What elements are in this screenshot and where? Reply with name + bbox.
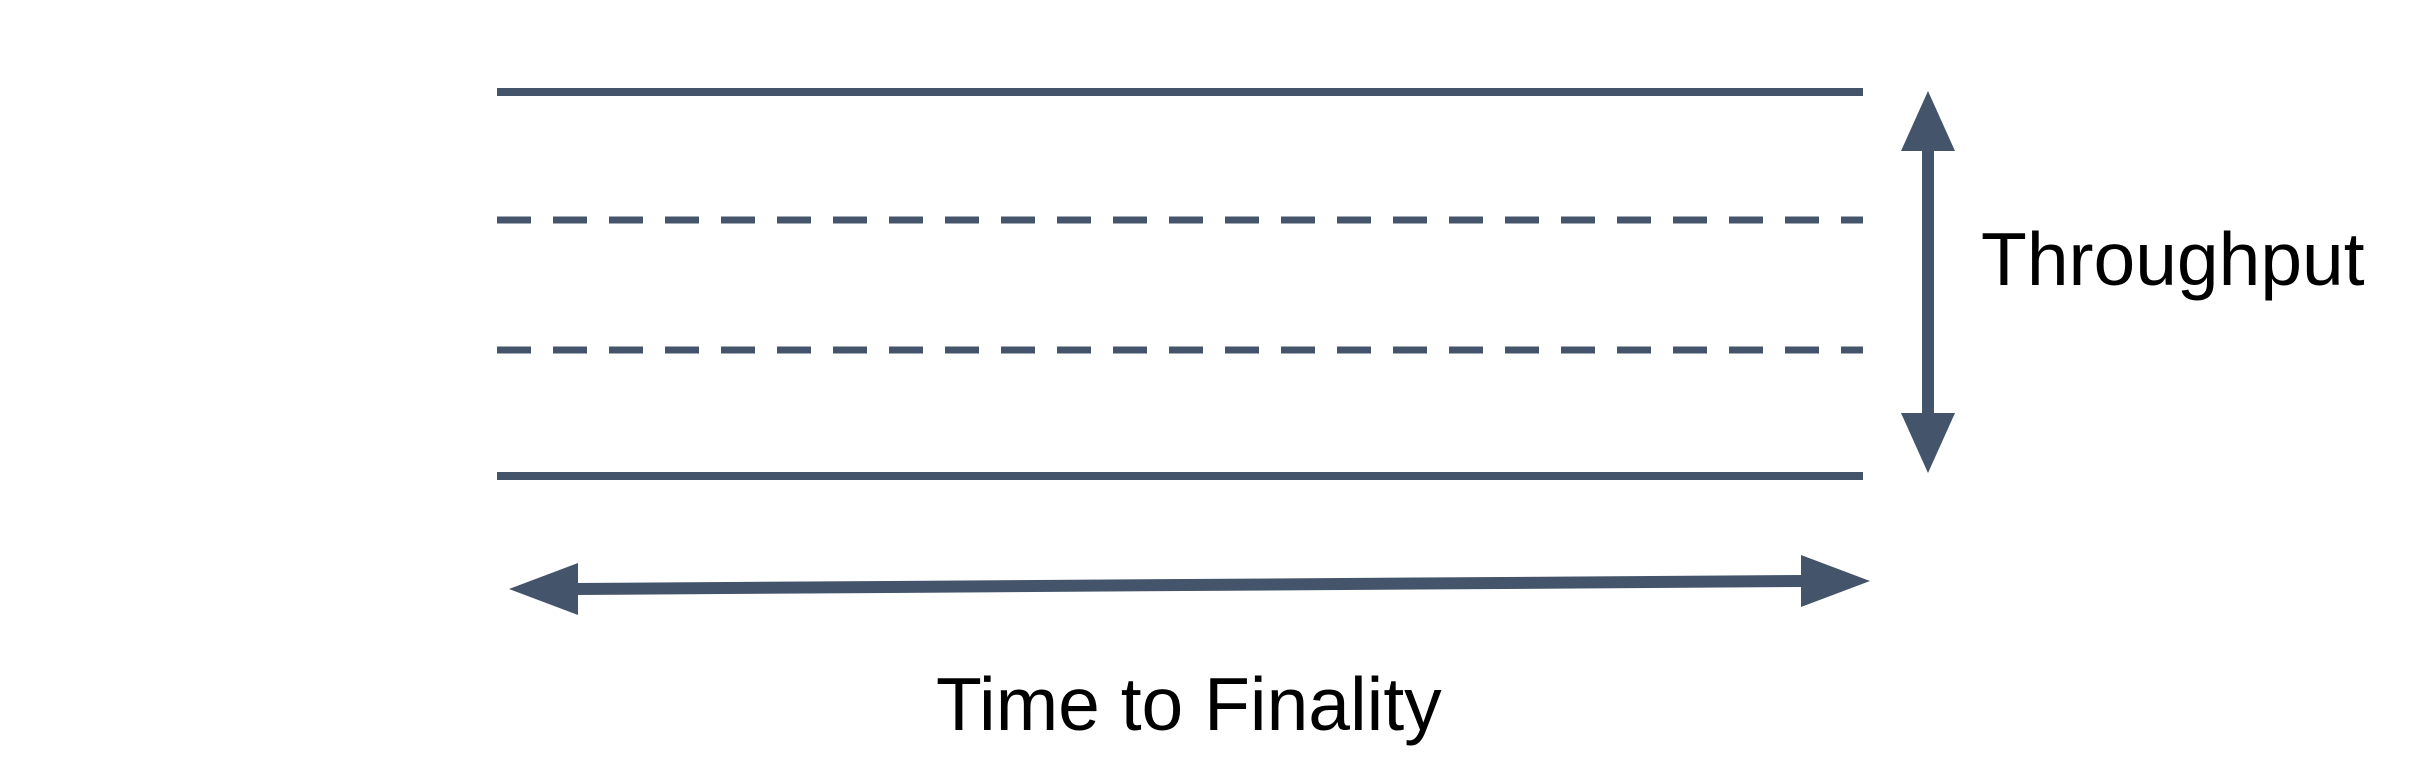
time-to-finality-axis-label: Time to Finality <box>936 662 1442 746</box>
time-to-finality-arrow-head-left <box>509 563 578 615</box>
throughput-arrow-shaft <box>1922 145 1934 420</box>
throughput-axis-arrow <box>1901 91 1955 473</box>
time-to-finality-arrow-shaft <box>575 575 1805 595</box>
throughput-arrow-head-up <box>1901 91 1955 151</box>
throughput-arrow-head-down <box>1901 413 1955 473</box>
time-to-finality-arrow-head-right <box>1801 555 1870 607</box>
throughput-axis-label: Throughput <box>1981 217 2365 301</box>
time-to-finality-axis-arrow <box>509 555 1870 615</box>
